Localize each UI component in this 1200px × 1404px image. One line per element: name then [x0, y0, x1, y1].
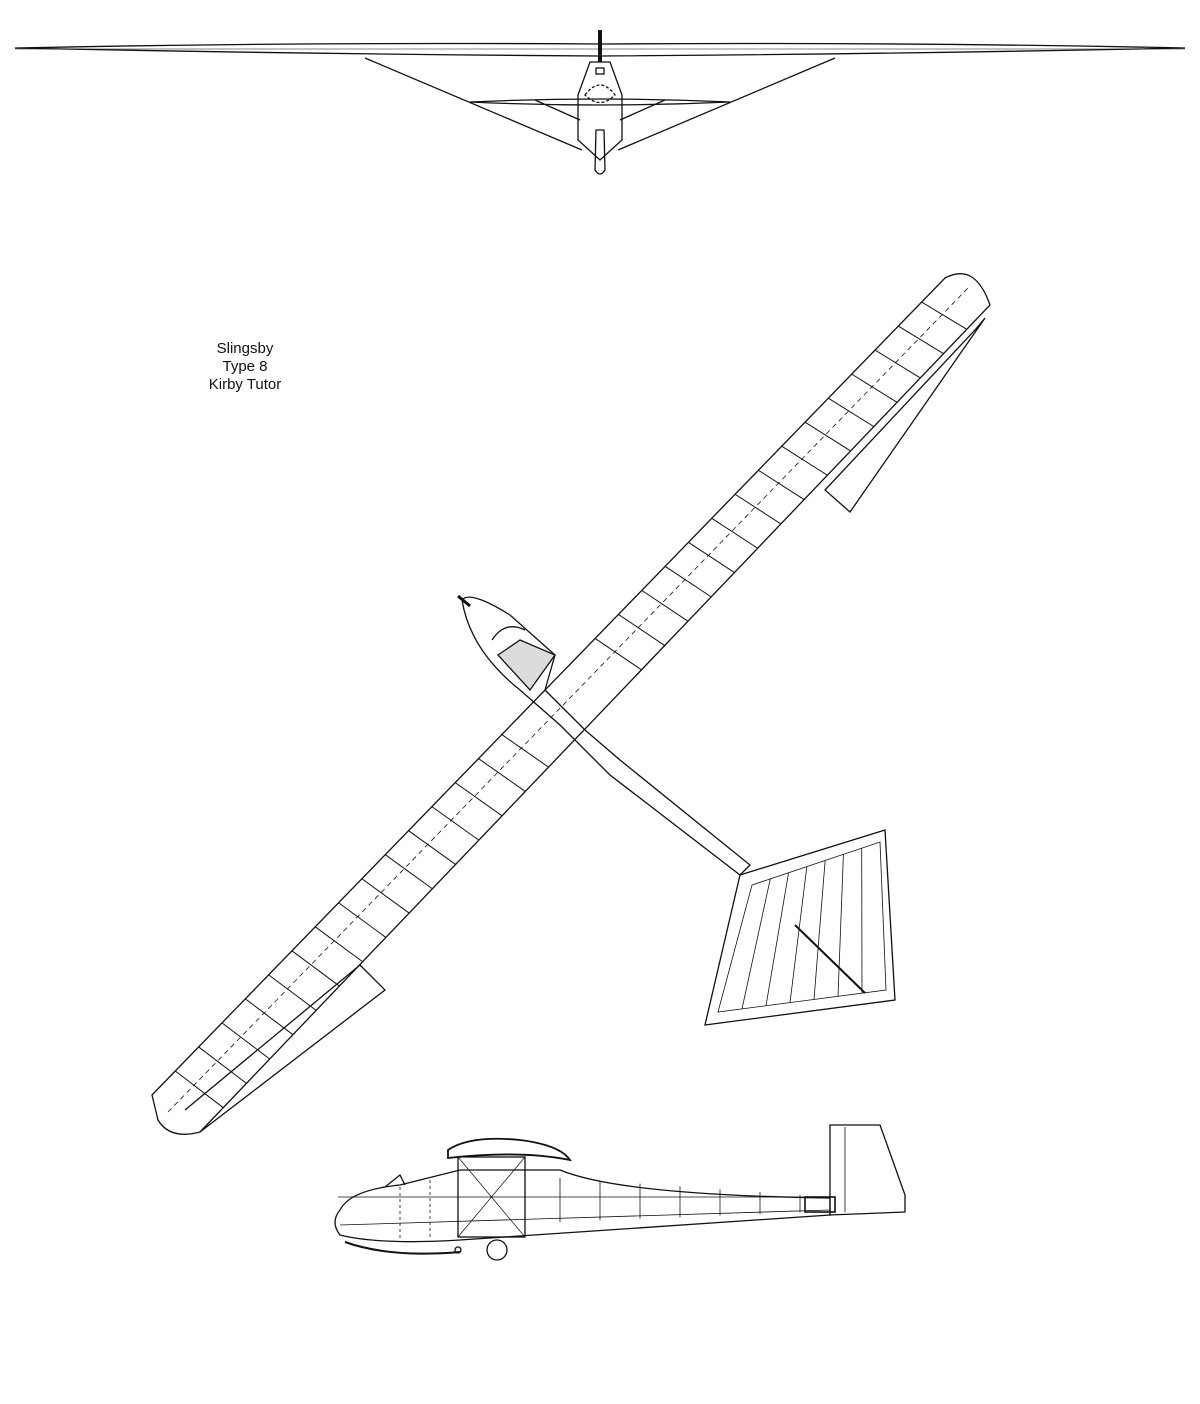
- wing-rib: [478, 758, 526, 792]
- right-strut: [617, 57, 836, 151]
- wing-rib: [198, 1046, 247, 1084]
- wing-rib: [221, 1022, 271, 1060]
- title-line-1: Slingsby: [216, 340, 274, 357]
- title-line-3: Kirby Tutor: [208, 376, 282, 393]
- wing-rib: [641, 589, 689, 622]
- wing-rib: [618, 613, 665, 646]
- front-view: [14, 30, 1186, 175]
- front-tailplane: [469, 98, 731, 106]
- front-fuselage: [577, 61, 623, 161]
- tailplane-rib: [813, 860, 826, 1000]
- wing-pylon: [457, 1156, 526, 1238]
- front-wing: [14, 42, 1186, 57]
- wing-rib: [758, 469, 805, 501]
- rudder: [794, 924, 866, 994]
- wheel: [486, 1239, 508, 1261]
- wing-rib: [314, 926, 363, 963]
- wing-rib: [874, 349, 921, 379]
- windscreen: [384, 1173, 406, 1188]
- wing-ribs: [175, 301, 968, 1109]
- right-aileron: [824, 317, 986, 513]
- wing-rib: [828, 397, 875, 428]
- canopy: [497, 639, 556, 692]
- tailplane-rib: [765, 872, 789, 1006]
- title-line-2: Type 8: [222, 358, 268, 375]
- wing-rib: [781, 445, 828, 476]
- left-aileron: [184, 964, 386, 1133]
- side-view: [334, 1124, 906, 1261]
- drawing-title: Slingsby Type 8 Kirby Tutor: [180, 340, 310, 394]
- top-view: [151, 273, 991, 1135]
- fuselage-frames: [399, 1178, 801, 1240]
- wing-rib: [501, 734, 549, 768]
- wing-rib: [175, 1070, 224, 1109]
- wing-rib: [454, 782, 503, 817]
- wing-rib: [244, 998, 294, 1036]
- wing-rib: [408, 830, 456, 865]
- tailplane-rib: [789, 866, 808, 1003]
- left-strut: [364, 57, 583, 151]
- wing-rib: [384, 854, 433, 890]
- wing-rib: [594, 638, 642, 671]
- top-wing: [151, 273, 991, 1135]
- wing-rib: [664, 565, 712, 598]
- skid: [344, 1241, 461, 1255]
- side-wing: [447, 1137, 572, 1162]
- side-fuselage: [334, 1169, 831, 1243]
- wing-rib: [338, 902, 387, 938]
- wing-rib: [921, 301, 968, 330]
- wing-rib: [711, 517, 758, 549]
- tailplane-ribs: [741, 848, 863, 1009]
- top-tailplane: [704, 829, 896, 1026]
- top-fuselage: [461, 596, 751, 876]
- wing-rib: [431, 806, 480, 841]
- tailplane-rib: [741, 878, 771, 1009]
- wing-rib: [898, 325, 944, 355]
- tailplane-rib: [837, 854, 844, 997]
- wing-rib: [291, 950, 340, 987]
- wing-rib: [734, 493, 782, 525]
- wing-rib: [268, 974, 317, 1011]
- wing-rib: [851, 373, 898, 403]
- wing-rib: [804, 421, 851, 452]
- fin: [829, 1124, 906, 1216]
- wing-rib: [688, 541, 735, 573]
- wing-rib: [361, 878, 410, 914]
